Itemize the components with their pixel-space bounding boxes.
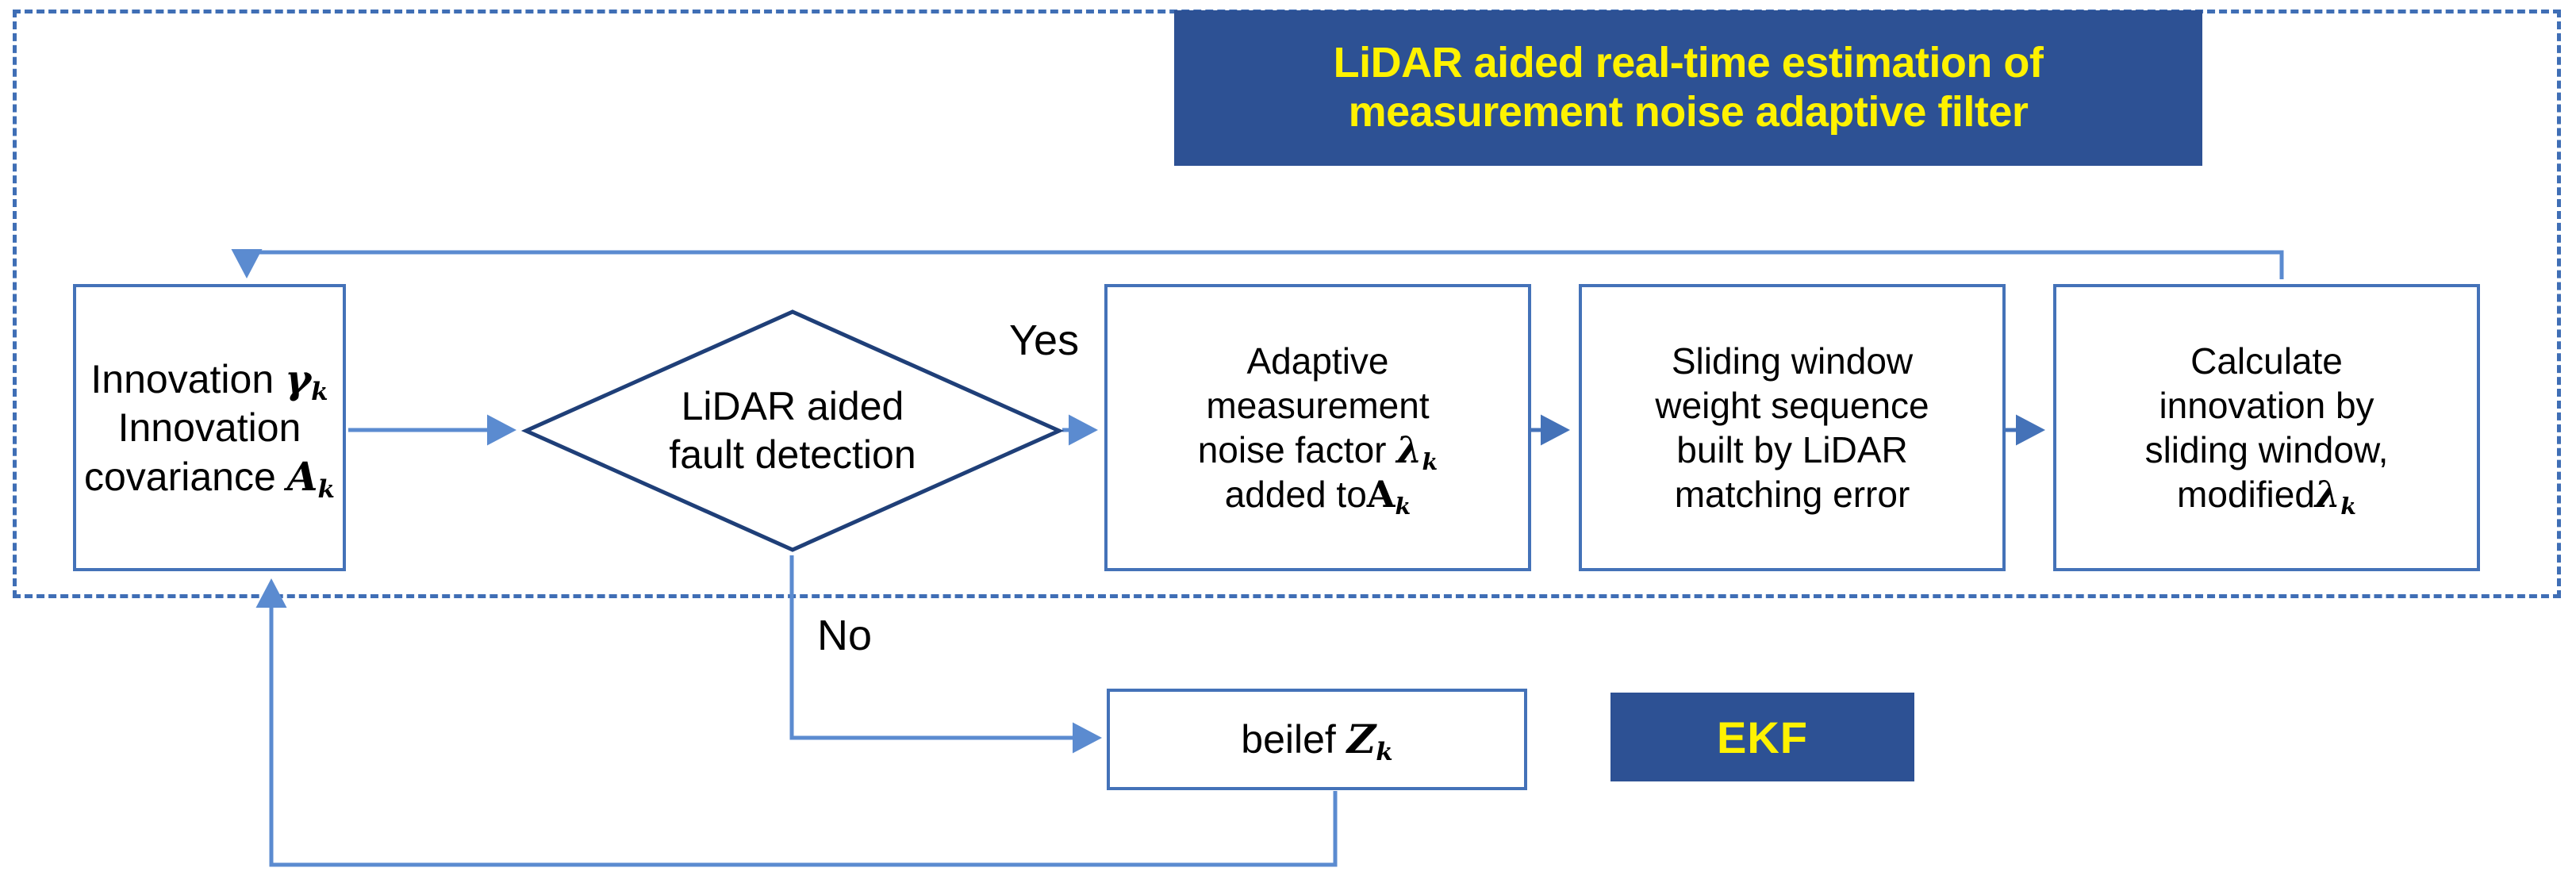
wire-decision-no-to-belief: [789, 555, 1103, 754]
title-banner: LiDAR aided real-time estimation of meas…: [1174, 10, 2202, 166]
title-banner-text: LiDAR aided real-time estimation of meas…: [1333, 39, 2044, 136]
node-adaptive-symbol-A: A: [1366, 473, 1395, 516]
node-sliding-line1: Sliding window: [1671, 340, 1914, 382]
node-calculate-line3: sliding window,: [2144, 429, 2389, 470]
node-innovation-subscript-k2: k: [317, 474, 335, 504]
node-innovation-symbol-A: A: [286, 452, 318, 500]
node-calculate-subscript-k: k: [2340, 492, 2356, 520]
node-calculate-symbol-lambda: λ: [2314, 473, 2341, 516]
node-innovation-line2: Innovation: [117, 405, 301, 450]
node-calculate-line1: Calculate: [2190, 340, 2343, 382]
node-calculate-line2: innovation by: [2159, 384, 2374, 426]
node-belief-symbol-Z: Z: [1346, 716, 1376, 762]
node-innovation-line3: covariance: [84, 454, 276, 499]
node-adaptive-line1: Adaptive: [1246, 340, 1389, 382]
node-sliding-line3: built by LiDAR: [1676, 429, 1908, 470]
node-belief-line1: beilef: [1241, 717, 1336, 762]
node-belief-subscript-k: k: [1376, 738, 1393, 767]
node-adaptive-symbol-lambda: λ: [1396, 428, 1422, 471]
node-adaptive-subscript-k2: k: [1395, 492, 1411, 520]
node-innovation-symbol-gamma: γ: [285, 355, 312, 402]
branch-label-no: No: [817, 612, 873, 659]
node-sliding-line4: matching error: [1674, 474, 1910, 516]
wire-feedback-top: [231, 249, 2284, 279]
node-adaptive-line3: noise factor: [1197, 429, 1387, 470]
branch-label-yes: Yes: [1009, 317, 1080, 364]
wire-belief-feedback-bottom: [255, 578, 1338, 867]
node-sliding-line2: weight sequence: [1655, 384, 1929, 426]
node-calculate-line4: modified: [2177, 474, 2315, 516]
node-innovation-line1: Innovation: [90, 356, 274, 401]
node-adaptive-subscript-k: k: [1422, 447, 1438, 475]
decision-diamond-shape: [520, 309, 1065, 552]
ekf-badge-label: EKF: [1717, 712, 1808, 762]
node-belief[interactable]: beilef Zk: [1107, 689, 1527, 790]
node-belief-text: beilef Zk: [1236, 715, 1397, 767]
ekf-badge: EKF: [1610, 693, 1914, 781]
node-adaptive-line4: added to: [1224, 474, 1367, 516]
node-adaptive-line2: measurement: [1206, 384, 1430, 426]
node-innovation-subscript-k: k: [311, 377, 328, 406]
